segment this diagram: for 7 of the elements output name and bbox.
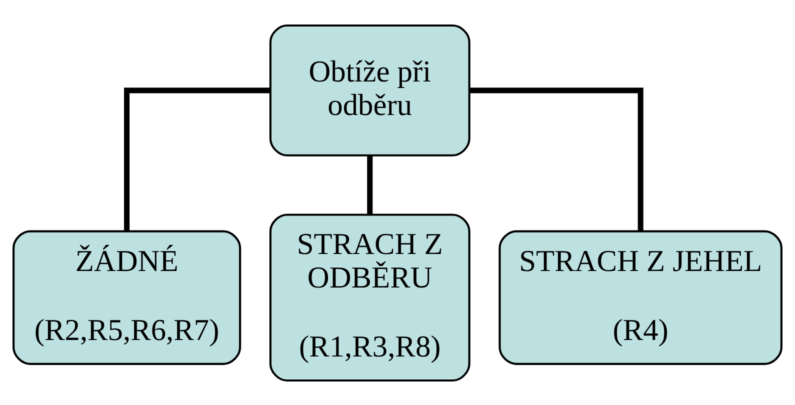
connector (367, 154, 373, 214)
connector (470, 87, 644, 230)
node-box: STRACH Z JEHEL (R4) (498, 230, 782, 364)
connector (124, 87, 270, 230)
node-box: STRACH Z ODBĚRU (R1,R3,R8) (269, 213, 470, 382)
node-box: Obtíže při odběru (269, 24, 470, 156)
node-box: ŽÁDNÉ (R2,R5,R6,R7) (12, 230, 242, 364)
